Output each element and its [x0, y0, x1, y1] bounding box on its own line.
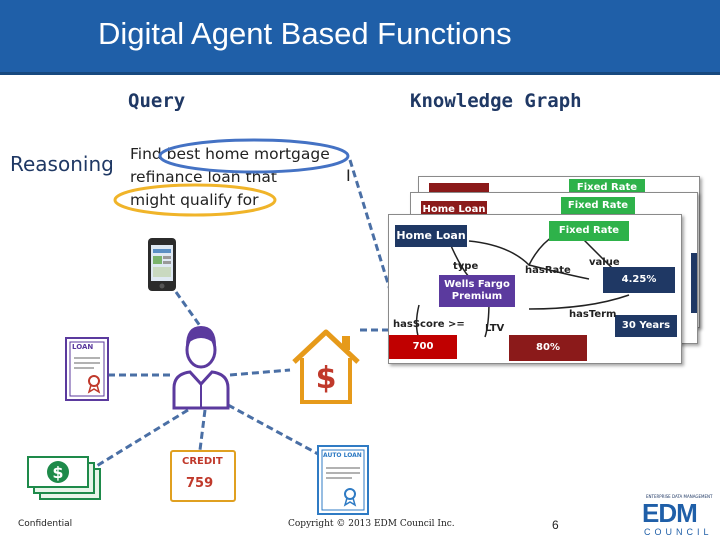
kg-node-term: 30 Years	[615, 315, 677, 337]
footer-confidential: Confidential	[18, 519, 73, 529]
kg-edge-has-term: hasTerm	[569, 309, 617, 320]
edm-council-logo: ENTERPRISE DATA MANAGEMENT EDM COUNCIL	[640, 494, 718, 538]
line-person-credit	[198, 409, 207, 451]
highlight-best-home-mortgage	[158, 138, 350, 174]
loan-document-icon: LOAN	[64, 336, 110, 402]
highlight-might-qualify	[113, 183, 277, 217]
query-line-3: might qualify for	[130, 191, 259, 209]
person-icon	[168, 322, 234, 410]
credit-score: 759	[186, 476, 214, 491]
line-person-autoloan	[227, 403, 321, 457]
kg-node-wells-fargo: Wells Fargo Premium	[439, 275, 515, 307]
logo-tagline: ENTERPRISE DATA MANAGEMENT	[646, 494, 713, 499]
smartphone-icon	[147, 237, 177, 292]
page-number: 6	[552, 518, 559, 532]
kg-edge-has-score: hasScore >=	[393, 319, 465, 330]
svg-text:$: $	[52, 463, 63, 482]
reasoning-label: Reasoning	[10, 152, 114, 176]
line-person-house	[229, 368, 291, 377]
stray-mark: I	[346, 166, 351, 185]
kg-edge-type: type	[453, 261, 479, 272]
footer-copyright: Copyright © 2013 EDM Council Inc.	[288, 519, 455, 529]
cash-icon: $	[26, 455, 104, 501]
kg-node-fixed-rate-mid: Fixed Rate	[561, 197, 635, 215]
line-person-cash	[89, 408, 189, 472]
auto-loan-document-icon: AUTO LOAN	[316, 444, 370, 516]
logo-sub: COUNCIL	[644, 527, 713, 537]
credit-card-icon: CREDIT 759	[170, 450, 236, 502]
kg-edge-ltv: LTV	[485, 323, 505, 334]
kg-node-home-loan: Home Loan	[395, 225, 467, 247]
kg-node-fixed-rate: Fixed Rate	[549, 221, 629, 241]
query-line-1: Find best home mortgage	[130, 145, 330, 163]
kg-node-rate: 4.25%	[603, 267, 675, 293]
query-header: Query	[128, 90, 186, 112]
kg-node-score: 700	[389, 335, 457, 359]
line-query-to-graph	[348, 159, 392, 291]
title-bar	[0, 0, 720, 75]
house-dollar-icon: $	[290, 326, 362, 406]
kg-edge-has-rate: hasRate	[525, 265, 571, 276]
kg-mid-edge-strip	[691, 253, 697, 313]
query-text: Find best home mortgage refinance loan t…	[130, 143, 330, 212]
kg-edge-value: value	[589, 257, 620, 268]
logo-wordmark: EDM	[642, 498, 698, 528]
auto-loan-label: AUTO LOAN	[323, 452, 362, 459]
knowledge-graph: Fixed Rate Home Loan Fixed Rate Home Loa…	[384, 172, 702, 364]
page-title: Digital Agent Based Functions	[98, 16, 512, 51]
kg-node-ltv: 80%	[509, 335, 587, 361]
knowledge-graph-header: Knowledge Graph	[410, 90, 582, 112]
credit-label: CREDIT	[182, 456, 223, 467]
svg-text:$: $	[316, 361, 337, 396]
loan-document-label: LOAN	[72, 343, 94, 351]
kg-card-front: Home Loan Fixed Rate Wells Fargo Premium…	[388, 214, 682, 364]
